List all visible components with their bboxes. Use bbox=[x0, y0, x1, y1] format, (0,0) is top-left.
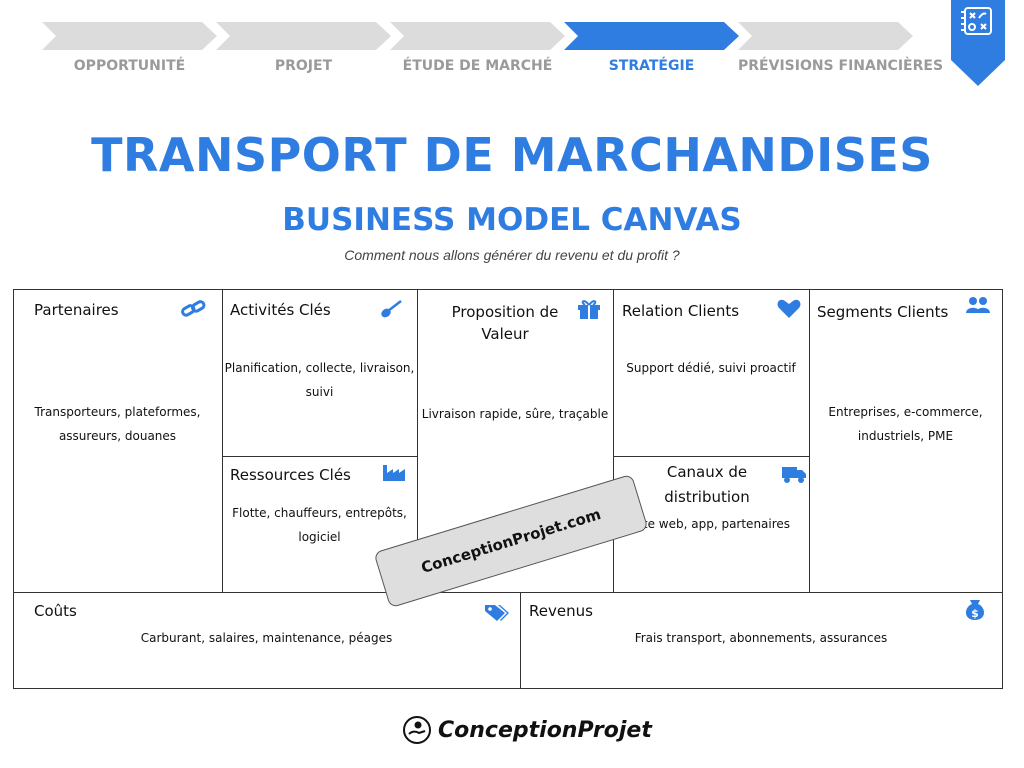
heart-icon bbox=[777, 299, 801, 318]
step-previsions-financieres[interactable]: PRÉVISIONS FINANCIÈRES bbox=[738, 22, 944, 74]
cell-text: Site web, app, partenaires bbox=[614, 512, 808, 536]
cell-title: Activités Clés bbox=[230, 301, 331, 319]
tags-icon bbox=[485, 605, 509, 621]
cell-title: Proposition de Valeur bbox=[440, 301, 570, 345]
cell-text: Livraison rapide, sûre, traçable bbox=[418, 402, 612, 426]
cell-text: Carburant, salaires, maintenance, péages bbox=[14, 626, 519, 650]
cell-text: Entreprises, e-commerce, industriels, PM… bbox=[810, 400, 1001, 448]
cell-revenus[interactable]: Revenus $ Frais transport, abonnements, … bbox=[520, 592, 1003, 689]
business-model-canvas: Partenaires Transporteurs, plateformes, … bbox=[13, 289, 1003, 689]
cell-text-line: assureurs, douanes bbox=[58, 429, 177, 443]
step-chevron-active bbox=[564, 22, 739, 50]
page-title: TRANSPORT DE MARCHANDISES bbox=[91, 128, 933, 182]
cell-title: Partenaires bbox=[34, 301, 119, 319]
cell-text: Flotte, chauffeurs, entrepôts, logiciel bbox=[223, 501, 416, 549]
cell-text: Planification, collecte, livraison, suiv… bbox=[223, 356, 416, 404]
truck-icon bbox=[782, 467, 806, 483]
logo-icon bbox=[403, 716, 431, 744]
strategy-board-icon bbox=[961, 7, 992, 35]
shovel-icon bbox=[381, 300, 402, 318]
logo-text: ConceptionProjet bbox=[438, 717, 652, 743]
step-chevron bbox=[216, 22, 391, 50]
cell-segments-clients[interactable]: Segments Clients Entreprises, e-commerce… bbox=[809, 289, 1003, 593]
cell-title: Segments Clients bbox=[817, 303, 949, 321]
cell-title-line: Valeur bbox=[481, 325, 529, 343]
step-chevron bbox=[42, 22, 217, 50]
cell-title-line: Proposition de bbox=[451, 303, 559, 321]
cell-text: Support dédié, suivi proactif bbox=[614, 356, 808, 380]
cell-text-line: Support dédié, suivi proactif bbox=[626, 361, 796, 375]
page-subtitle: BUSINESS MODEL CANVAS bbox=[282, 202, 742, 238]
step-strategie[interactable]: STRATÉGIE bbox=[564, 22, 739, 74]
step-label: PRÉVISIONS FINANCIÈRES bbox=[738, 58, 944, 74]
cell-text-line: suivi bbox=[305, 385, 334, 399]
cell-title: Revenus bbox=[529, 602, 593, 620]
footer-logo[interactable]: ConceptionProjet bbox=[402, 712, 652, 748]
cell-title-line: Canaux de bbox=[666, 463, 748, 481]
step-etude-de-marche[interactable]: ÉTUDE DE MARCHÉ bbox=[390, 22, 565, 74]
step-chevron bbox=[738, 22, 913, 50]
svg-text:$: $ bbox=[971, 607, 979, 620]
cell-title: Canaux de distribution bbox=[642, 460, 772, 510]
cell-text-line: Transporteurs, plateformes, bbox=[34, 405, 201, 419]
cell-relation-clients[interactable]: Relation Clients Support dédié, suivi pr… bbox=[613, 289, 810, 458]
cell-title: Relation Clients bbox=[622, 302, 740, 320]
cell-text-line: Frais transport, abonnements, assurances bbox=[634, 631, 888, 645]
step-projet[interactable]: PROJET bbox=[216, 22, 391, 74]
cell-text-line: Carburant, salaires, maintenance, péages bbox=[140, 631, 393, 645]
factory-icon bbox=[383, 465, 405, 481]
cell-text-line: Entreprises, e-commerce, bbox=[828, 405, 983, 419]
step-label: PROJET bbox=[274, 58, 333, 74]
link-icon bbox=[181, 300, 206, 317]
cell-text: Transporteurs, plateformes, assureurs, d… bbox=[14, 400, 221, 448]
cell-text-line: Flotte, chauffeurs, entrepôts, bbox=[232, 506, 407, 520]
step-label: STRATÉGIE bbox=[608, 58, 695, 74]
cell-text-line: Planification, collecte, livraison, bbox=[224, 361, 415, 375]
cell-couts[interactable]: Coûts Carburant, salaires, maintenance, … bbox=[13, 592, 521, 689]
cell-text-line: industriels, PME bbox=[857, 429, 954, 443]
gift-icon bbox=[578, 300, 600, 319]
step-label: ÉTUDE DE MARCHÉ bbox=[402, 58, 553, 74]
cell-text-line: logiciel bbox=[298, 530, 341, 544]
step-chevron bbox=[390, 22, 565, 50]
strategy-badge[interactable] bbox=[951, 0, 1005, 86]
step-opportunite[interactable]: OPPORTUNITÉ bbox=[42, 22, 217, 74]
step-label: OPPORTUNITÉ bbox=[73, 58, 186, 74]
cell-title-line: distribution bbox=[664, 488, 750, 506]
cell-title: Ressources Clés bbox=[230, 466, 351, 484]
cell-text: Frais transport, abonnements, assurances bbox=[521, 626, 1001, 650]
users-icon bbox=[966, 297, 990, 313]
cell-activites-cles[interactable]: Activités Clés Planification, collecte, … bbox=[222, 289, 418, 458]
cell-text-line: Site web, app, partenaires bbox=[631, 517, 791, 531]
cell-partenaires[interactable]: Partenaires Transporteurs, plateformes, … bbox=[13, 289, 223, 593]
progress-steps: OPPORTUNITÉ PROJET ÉTUDE DE MARCHÉ STRAT… bbox=[42, 22, 944, 82]
cell-title: Coûts bbox=[34, 602, 77, 620]
cell-text-line: Livraison rapide, sûre, traçable bbox=[421, 407, 609, 421]
page-tagline: Comment nous allons générer du revenu et… bbox=[344, 247, 680, 263]
money-bag-icon: $ bbox=[965, 600, 985, 620]
